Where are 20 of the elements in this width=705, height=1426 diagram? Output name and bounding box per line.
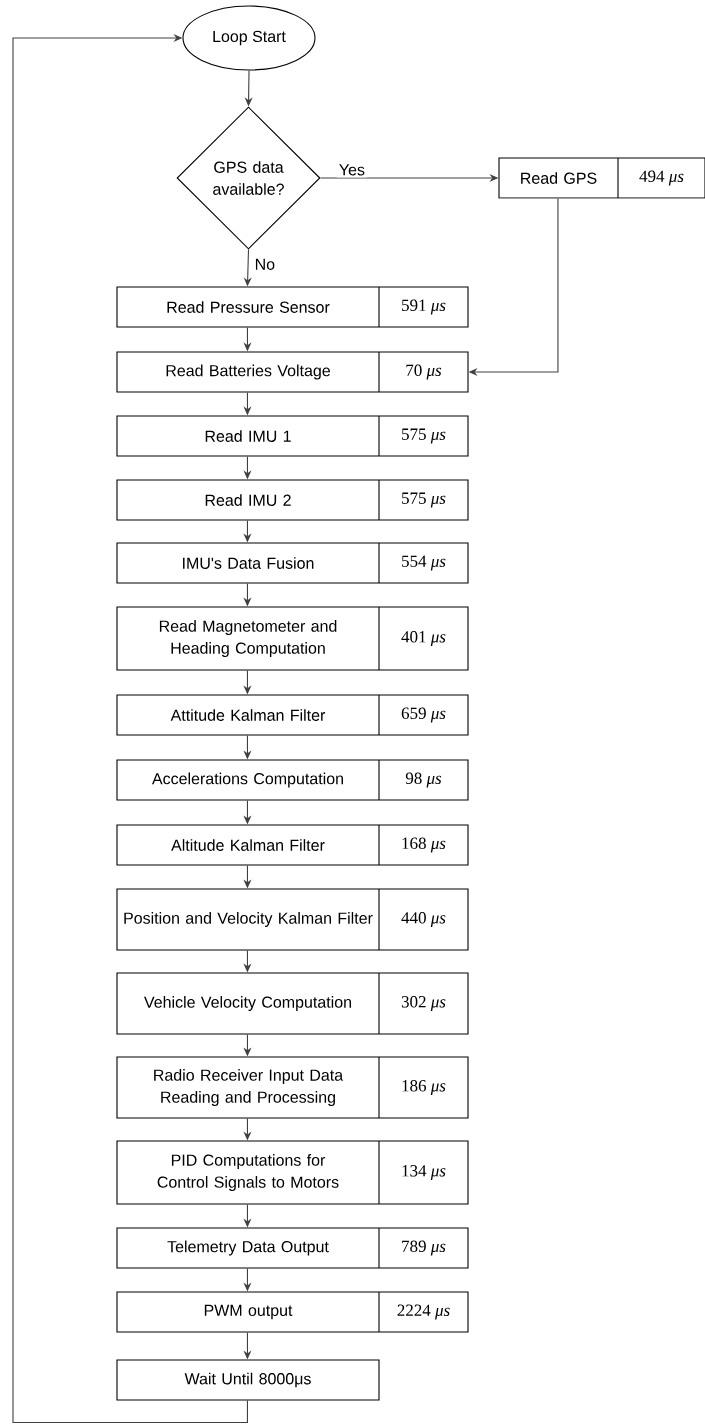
process-box: Read IMU 2 575 μs [116,479,469,521]
process-box: Read Batteries Voltage 70 μs [116,351,469,393]
process-box: Read Magnetometer and Heading Computation 401 μs [116,606,469,671]
process-box: Position and Velocity Kalman Filter 440 μs [116,888,469,951]
process-box: Wait Until 8000μs [116,1359,380,1401]
process-box: Radio Receiver Input Data Reading and Processing 186 μs [116,1056,469,1119]
process-box: Telemetry Data Output 789 μs [116,1227,469,1269]
process-box: PID Computations for Control Signals to Motors 134 μs [116,1140,469,1205]
process-box: Vehicle Velocity Computation 302 μs [116,972,469,1035]
process-box: IMU's Data Fusion 554 μs [116,542,469,584]
edge-label: Yes [336,162,367,178]
process-box: Altitude Kalman Filter 168 μs [116,824,469,866]
arrow [12,33,248,1424]
process-box: Read IMU 1 575 μs [116,415,469,457]
process-box: Attitude Kalman Filter 659 μs [116,694,469,736]
process-box: Accelerations Computation 98 μs [116,759,469,801]
process-box: PWM output 2224 μs [116,1291,469,1333]
process-box: Read Pressure Sensor 591 μs [116,286,469,328]
edge-label: No [252,256,278,272]
process-box: Read GPS 494 μs [498,157,705,199]
